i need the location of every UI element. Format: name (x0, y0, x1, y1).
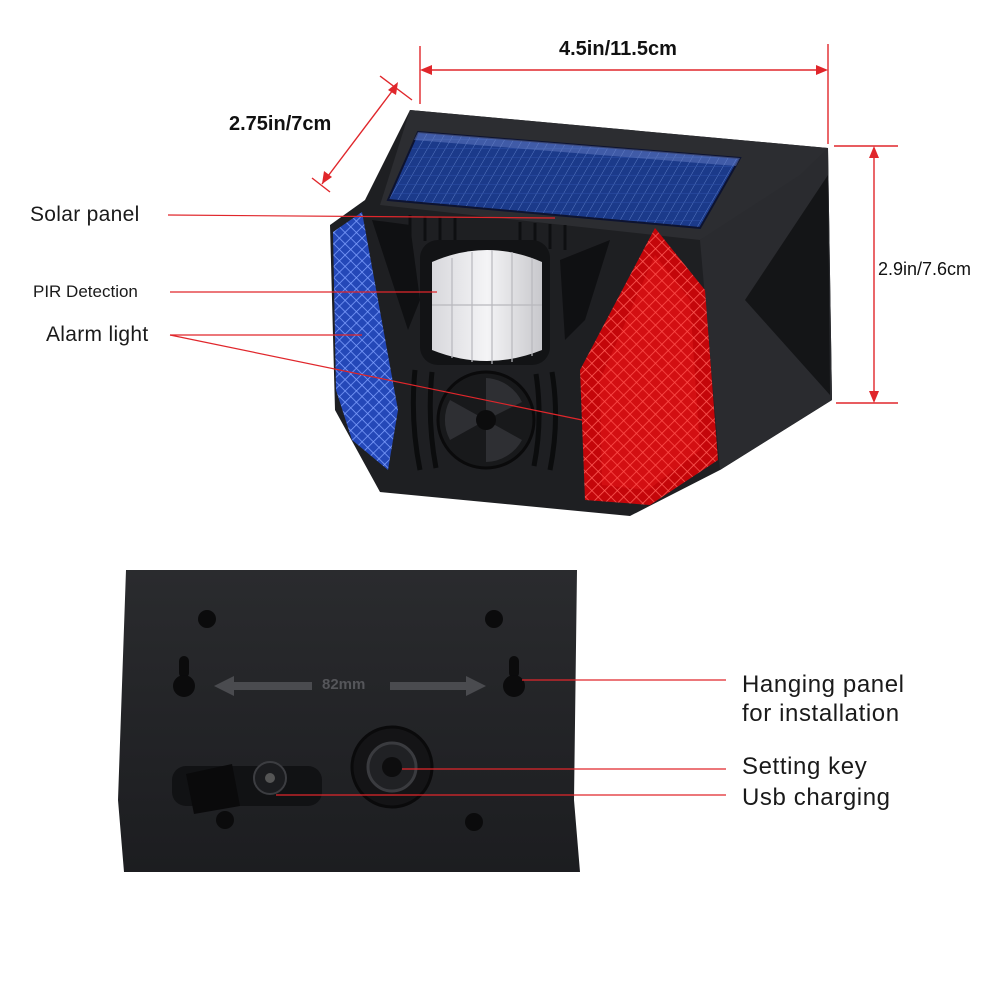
back-plate (118, 570, 580, 872)
right-frame-cutout (560, 240, 610, 340)
hole-spacing-label: 82mm (322, 676, 366, 693)
solar-panel-label: Solar panel (30, 203, 140, 226)
pir-detection-label: PIR Detection (33, 282, 138, 301)
device-side-shadow (745, 175, 830, 395)
red-alarm-light (580, 228, 718, 505)
solar-panel (386, 130, 742, 230)
corner-hole (465, 813, 483, 831)
setting-key-button (350, 725, 434, 809)
alarm-light-label: Alarm light (46, 323, 149, 346)
corner-hole (485, 610, 503, 628)
hanging-panel-label-line1: Hanging panel (742, 671, 905, 698)
back-plate-body (118, 570, 580, 872)
left-frame-cutout (372, 220, 420, 330)
dimension-lines (311, 44, 898, 404)
depth-dimension-label: 2.75in/7cm (229, 113, 332, 135)
setting-key-label: Setting key (742, 753, 868, 780)
keyhole-slot-right (503, 656, 525, 697)
front-leader-lines (167, 214, 583, 421)
pir-lens-facets (432, 250, 542, 364)
red-light-glow (600, 255, 700, 490)
width-dimension-label: 4.5in/11.5cm (559, 38, 677, 60)
spacing-arrows (214, 676, 486, 696)
hanging-panel-label-line2: for installation (742, 700, 900, 727)
solar-panel-glare (414, 132, 740, 166)
keyhole-slot-left (173, 656, 195, 697)
back-leader-lines (276, 679, 726, 796)
usb-charging-port (172, 761, 322, 814)
height-dimension-label: 2.9in/7.6cm (878, 259, 972, 279)
corner-hole (198, 610, 216, 628)
speaker (410, 369, 559, 471)
blue-alarm-light (333, 212, 398, 470)
corner-hole (216, 811, 234, 829)
usb-charging-label: Usb charging (742, 784, 891, 811)
front-device (330, 110, 832, 516)
